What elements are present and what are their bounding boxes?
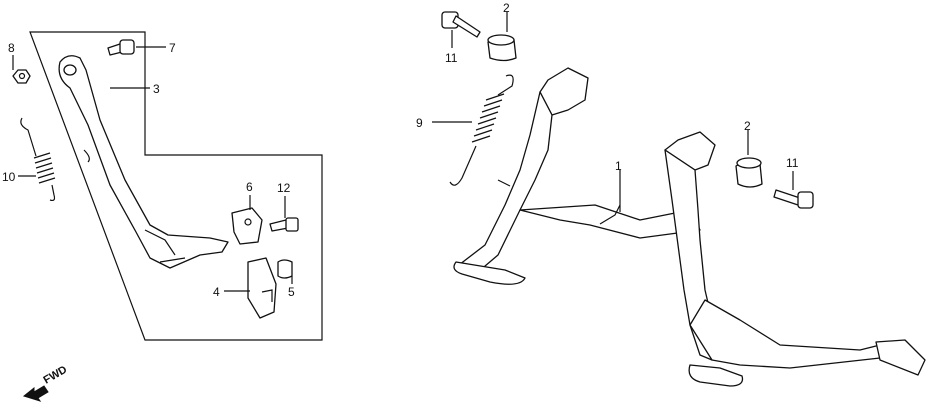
spring-9 — [449, 74, 514, 186]
leader-lines — [12, 12, 794, 292]
collar-2-top — [487, 34, 517, 62]
callout-3: 3 — [153, 82, 160, 96]
callout-9: 9 — [416, 116, 423, 130]
callout-1: 1 — [615, 159, 622, 173]
bolt-7 — [107, 39, 135, 56]
bolt-12 — [269, 217, 299, 232]
switch-6 — [231, 207, 263, 245]
callout-4: 4 — [213, 285, 220, 299]
forward-arrow-icon — [22, 385, 49, 402]
main-stand — [453, 67, 926, 387]
side-stand-group-outline — [29, 31, 323, 341]
callout-2-right: 2 — [744, 119, 751, 133]
bolt-11-right — [773, 189, 814, 209]
callout-11-top: 11 — [445, 51, 458, 65]
callout-8: 8 — [8, 41, 15, 55]
rubber-pad-4 — [247, 257, 277, 319]
callout-6: 6 — [246, 180, 253, 194]
forward-direction-marker: FWD — [22, 364, 70, 402]
callout-2-top: 2 — [503, 1, 510, 15]
callout-7: 7 — [169, 41, 176, 55]
side-stand — [58, 55, 229, 269]
callout-11-right: 11 — [786, 156, 799, 170]
bolt-11-top — [441, 11, 481, 38]
callout-10: 10 — [2, 170, 16, 184]
nut-8 — [12, 69, 31, 84]
callout-5: 5 — [288, 285, 295, 299]
forward-label: FWD — [42, 364, 70, 387]
spring-10 — [20, 117, 56, 202]
collar-2-right — [735, 157, 763, 188]
collar-5 — [277, 259, 293, 279]
callout-12: 12 — [277, 181, 291, 195]
